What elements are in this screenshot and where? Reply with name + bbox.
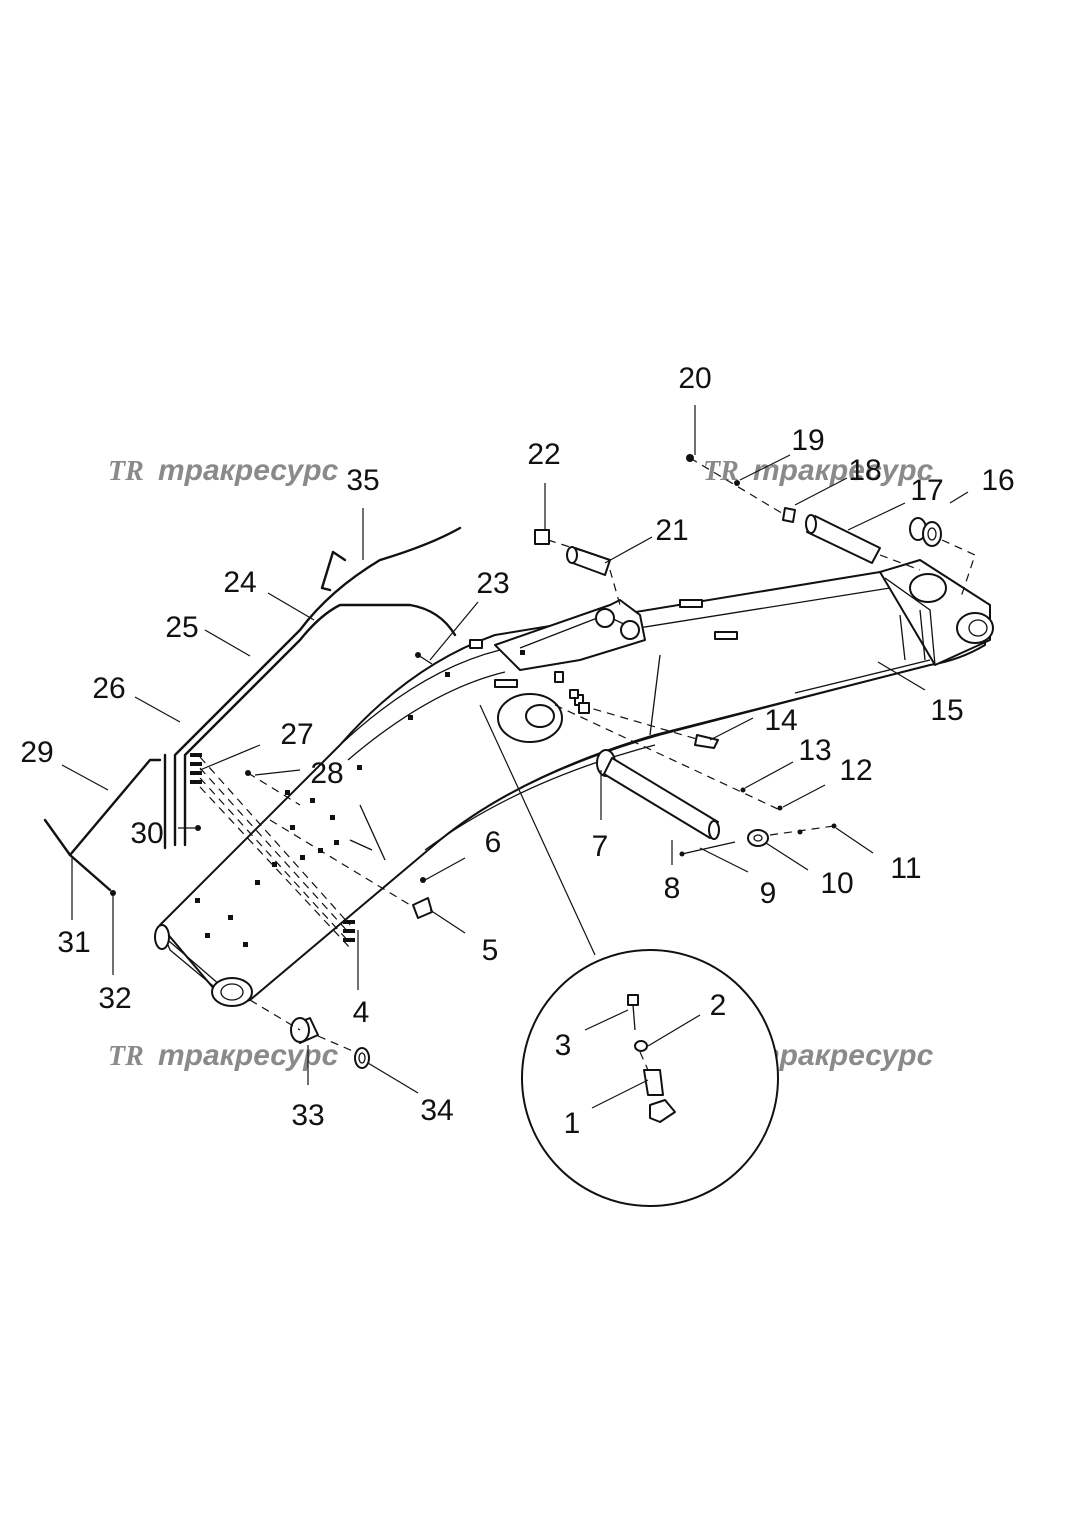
callout-28: 28: [310, 757, 343, 790]
callout-25: 25: [165, 611, 198, 644]
callout-10: 10: [820, 867, 853, 900]
pipe-24: [183, 603, 457, 847]
watermark-top-left: TR тракресурс: [108, 454, 339, 487]
watermark-bottom-right: TR тракресурс: [703, 1039, 934, 1072]
part-21: [566, 546, 611, 576]
watermark-text: тракресурс: [753, 454, 934, 487]
pipe-31: [68, 853, 112, 892]
callout-24: 24: [223, 566, 256, 599]
part-6: [420, 877, 426, 883]
watermark-logo: TR: [108, 456, 144, 487]
part-16: [909, 517, 942, 547]
boom-nose-bore: [956, 612, 994, 644]
callout-6: 6: [485, 826, 502, 859]
callout-32: 32: [98, 982, 131, 1015]
watermark-bottom-left: TR тракресурс: [108, 1039, 339, 1072]
callout-29: 29: [20, 736, 53, 769]
callout-3: 3: [555, 1029, 572, 1062]
callout-30: 30: [130, 817, 163, 850]
watermark-text: тракресурс: [158, 1039, 339, 1072]
callout-11: 11: [890, 852, 921, 885]
part-13: [740, 787, 746, 793]
callout-15: 15: [930, 694, 963, 727]
part-34: [354, 1047, 370, 1069]
callout-23: 23: [476, 567, 509, 600]
part-18: [782, 507, 796, 523]
detail-view: [479, 704, 779, 1207]
callout-16: 16: [981, 464, 1014, 497]
pipe-clamps: [190, 753, 355, 942]
callout-2: 2: [710, 989, 727, 1022]
callout-20: 20: [678, 362, 711, 395]
part-33: [290, 1017, 319, 1044]
callout-labels: 1 2 3 4 5 6 7 8 9 10 11 12 13 14 15 16 1…: [20, 362, 1014, 1140]
pipe-35: [173, 526, 462, 847]
part-3: [627, 994, 639, 1031]
part-22: [534, 529, 550, 545]
hydraulic-lines: [43, 526, 462, 951]
callout-12: 12: [839, 754, 872, 787]
part-14: [694, 734, 719, 749]
part-2: [634, 1040, 648, 1052]
callout-14: 14: [764, 704, 797, 737]
callout-1: 1: [564, 1107, 581, 1140]
callout-33: 33: [291, 1099, 324, 1132]
part-30: [195, 825, 201, 831]
callout-27: 27: [280, 718, 313, 751]
watermark-top-right: TR тракресурс: [703, 454, 934, 487]
part-19: [734, 480, 740, 486]
callout-13: 13: [798, 734, 831, 767]
boom-foot-bore: [211, 977, 253, 1007]
part-10: [747, 829, 769, 847]
callout-31: 31: [57, 926, 90, 959]
callout-22: 22: [527, 438, 560, 471]
watermark-text: тракресурс: [753, 1039, 934, 1072]
callout-5: 5: [482, 934, 499, 967]
boom-assembly: [154, 559, 994, 1007]
callout-35: 35: [346, 464, 379, 497]
callout-8: 8: [664, 872, 681, 905]
callout-17: 17: [910, 474, 943, 507]
callout-34: 34: [420, 1094, 453, 1127]
part-9: [681, 841, 736, 855]
loose-parts: [110, 454, 976, 1069]
part-1: [643, 1069, 664, 1096]
callout-21: 21: [655, 514, 688, 547]
part-5: [412, 897, 433, 919]
callout-4: 4: [353, 996, 370, 1029]
part-12: [777, 805, 783, 811]
callout-9: 9: [760, 877, 777, 910]
watermark-logo: TR: [108, 1041, 144, 1072]
boom-pads: [408, 599, 738, 720]
pipe-25: [320, 550, 347, 592]
part-8: [603, 757, 720, 840]
callout-26: 26: [92, 672, 125, 705]
watermark-text: тракресурс: [158, 454, 339, 487]
leader-lines: [61, 405, 969, 1109]
callout-19: 19: [791, 424, 824, 457]
watermark-logo: TR: [703, 456, 739, 487]
callout-7: 7: [592, 830, 609, 863]
pipe-29: [43, 758, 162, 857]
part-17: [805, 514, 881, 564]
callout-18: 18: [848, 454, 881, 487]
